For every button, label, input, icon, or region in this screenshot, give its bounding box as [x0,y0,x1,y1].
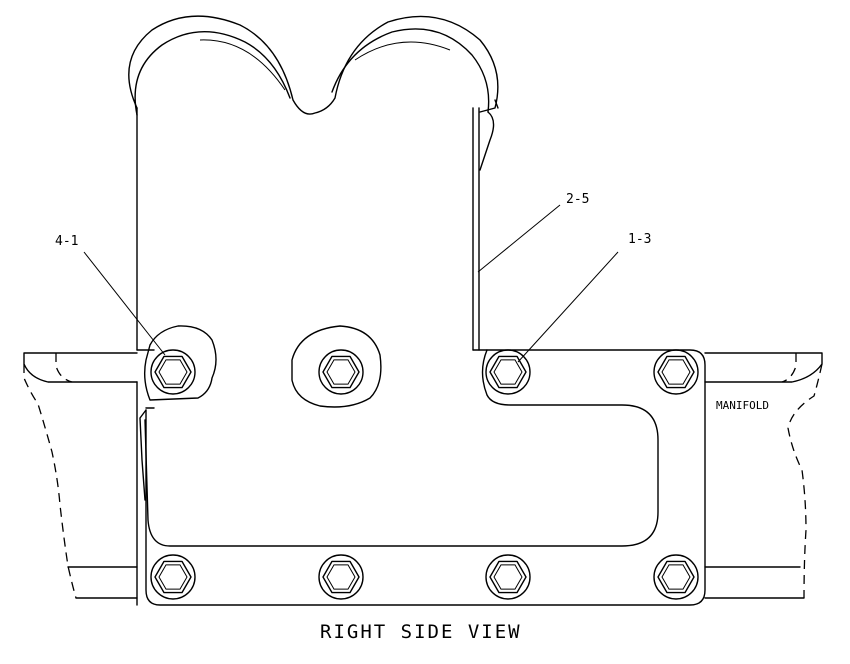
hex-bolt-icon [150,554,196,600]
left-bolt-boss [143,325,217,401]
hex-bolt-icon [653,554,699,600]
manifold-label: MANIFOLD [716,399,769,412]
hex-bolt-icon [653,349,699,395]
hex-bolt-icon [318,554,364,600]
hex-bolt-icon [150,349,196,395]
view-caption: RIGHT SIDE VIEW [320,621,522,643]
bracket-body [128,15,706,606]
manifold-right [704,352,823,599]
hex-bolt-icon [485,554,531,600]
leader-lines [83,204,619,363]
callout-label-1-3: 1-3 [628,232,651,247]
hex-bolt-icon [485,349,531,395]
hex-bolt-icon [318,349,364,395]
middle-bolt-boss [291,325,382,408]
callout-label-2-5: 2-5 [566,192,589,207]
bolt-group [150,349,699,600]
callout-label-4-1: 4-1 [55,234,78,249]
manifold-left [23,352,138,599]
